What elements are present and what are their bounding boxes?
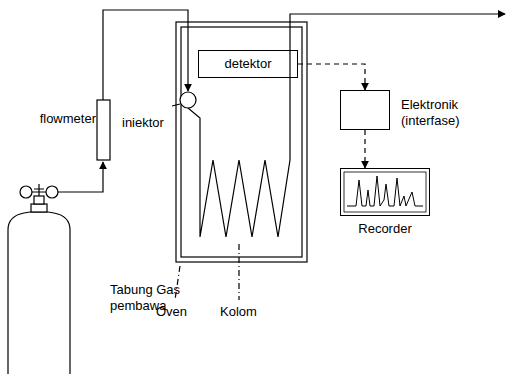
oven-wall: [181, 27, 302, 257]
recorder-box: Recorder: [340, 168, 430, 216]
part-label: Kolom: [220, 304, 270, 320]
gas-line: [103, 10, 188, 100]
valve-wheel: [46, 186, 58, 198]
electronics-box: Elektronik (interfase): [340, 90, 390, 130]
node-label: detektor: [225, 56, 272, 72]
column-coil: [188, 14, 505, 237]
node-label: Recorder: [341, 221, 429, 237]
part-label: flowmeter: [36, 111, 96, 127]
valve-knob: [34, 184, 44, 196]
valve-body: [34, 196, 44, 204]
oven-wall: [176, 22, 307, 262]
chromatogram-trace: [347, 176, 423, 206]
flowmeter-symbol: [97, 100, 110, 160]
signal-arrow: [298, 64, 365, 90]
part-label: iniektor: [122, 115, 172, 131]
part-label: Oven: [156, 304, 196, 320]
leader-line: [238, 244, 239, 300]
injector-symbol: [180, 92, 196, 108]
node-label: Elektronik (interfase): [401, 97, 477, 128]
detector-box: detektor: [198, 50, 298, 78]
leader-line: [172, 104, 180, 106]
gas-cylinder: [8, 212, 70, 374]
recorder-screen: [344, 172, 426, 212]
gas-line: [58, 162, 103, 192]
valve-wheel: [20, 186, 32, 198]
cylinder-neck: [31, 204, 47, 212]
signal-arrow: [364, 130, 365, 168]
